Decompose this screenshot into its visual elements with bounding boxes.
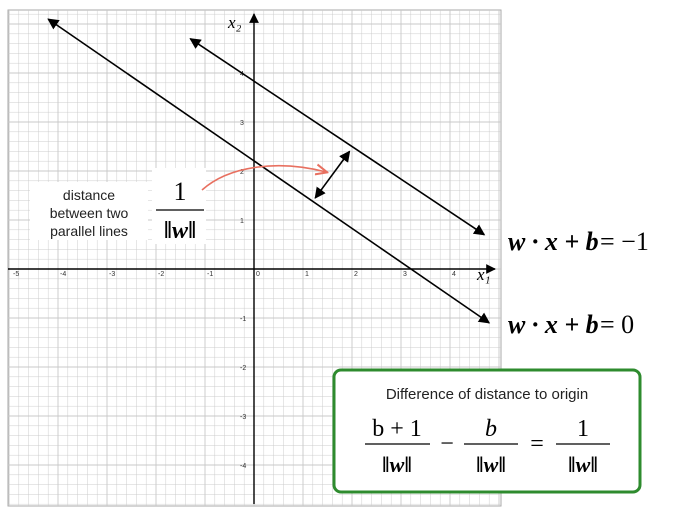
callout-title: Difference of distance to origin [386,386,588,403]
term1-numerator: b + 1 [372,416,422,442]
equation-rhs: = 0 [600,310,634,339]
callout-box [332,368,642,494]
y-tick-label: -2 [240,365,246,372]
term1-denominator: ‖w‖ [382,452,412,477]
fraction-backdrop [152,168,206,244]
x-tick-label: -2 [158,271,164,278]
equation-rhs: = −1 [600,227,649,256]
minus-sign: − [440,431,454,457]
curved-pointer-arrow [201,166,326,191]
caption-line: parallel lines [50,223,128,239]
equation-lhs: w · x + b [508,227,599,256]
x-tick-label: -3 [109,271,115,278]
equation-line-0: w · x + b = 0 [508,310,634,339]
equation-lhs: w · x + b [508,310,599,339]
equals-sign: = [530,431,544,457]
x-axis-label: x₁ [476,265,490,284]
x-tick-label: 0 [256,271,260,278]
y-tick-label: -1 [240,316,246,323]
y-tick-label: -3 [240,414,246,421]
y-axis-label: x₂ [227,13,242,32]
term2-denominator: ‖w‖ [476,452,506,477]
fraction-numerator: 1 [174,177,187,206]
distance-caption: distance between two parallel lines [50,187,129,239]
fraction-denominator: ‖w‖ [164,218,197,244]
result-denominator: ‖w‖ [568,452,598,477]
line-w-x-b-equals-minus-1 [189,38,486,236]
distance-fraction: 1 ‖w‖ [156,177,204,244]
term2-numerator: b [485,416,497,442]
x-tick-label: -4 [60,271,66,278]
x-tick-label: 2 [354,271,358,278]
y-tick-label: -4 [240,463,246,470]
equation-line-minus-1: w · x + b = −1 [508,227,649,256]
x-tick-label: 3 [403,271,407,278]
y-tick-label: 3 [240,120,244,127]
distance-arrow [314,150,351,199]
x-tick-label: -5 [13,271,19,278]
caption-line: between two [50,205,129,221]
y-tick-label: 1 [240,218,244,225]
x-tick-label: 4 [452,271,456,278]
caption-backdrop [30,182,148,240]
x-tick-label: 1 [305,271,309,278]
result-numerator: 1 [577,416,589,442]
callout-formula: b + 1 ‖w‖ − b ‖w‖ = 1 ‖w‖ [365,416,610,477]
caption-line: distance [63,187,115,203]
x-tick-label: -1 [207,271,213,278]
